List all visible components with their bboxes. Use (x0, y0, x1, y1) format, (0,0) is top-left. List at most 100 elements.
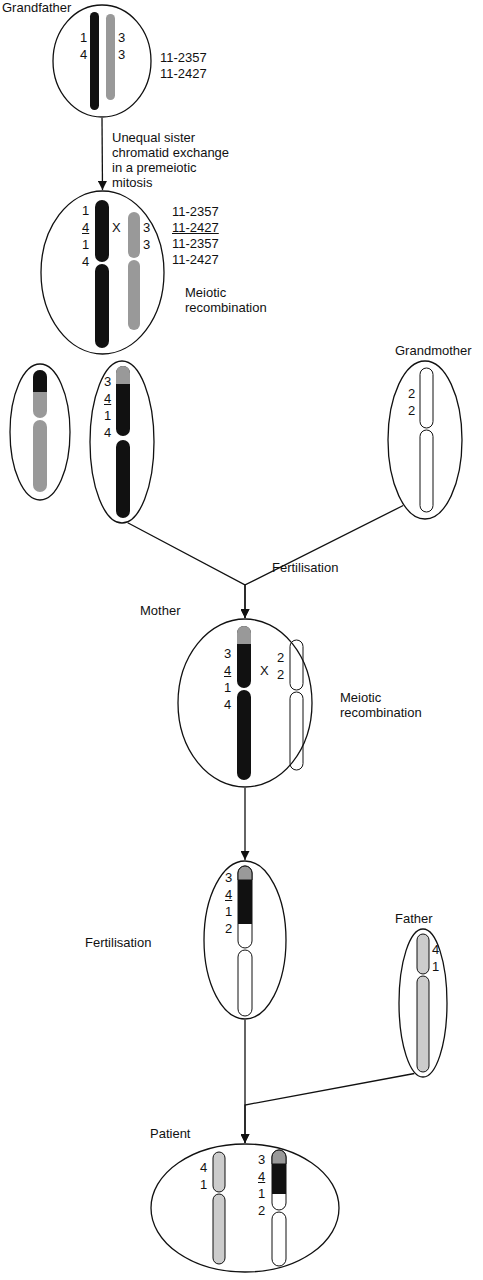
chromosome (237, 690, 251, 780)
allele-number: 2 (225, 921, 232, 936)
chromosome (237, 626, 251, 688)
cell-ellipse: Grandmother22 (387, 360, 463, 520)
ellipse-outline (399, 929, 447, 1077)
edge-label: Unequal sister chromatid exchange in a p… (112, 130, 230, 190)
annotation-label: Fertilisation (85, 935, 151, 950)
cell-ellipse: 1 4 1 4 X 3 3 (40, 190, 165, 355)
allele-number: 1 (82, 237, 89, 252)
chromosome (33, 420, 47, 492)
chromosome (238, 866, 252, 880)
allele-number: 3 (224, 646, 231, 661)
annotation-label: 11-2427 (172, 220, 219, 235)
connector-arrow (245, 506, 403, 619)
chromosome (33, 370, 47, 392)
chromosome (290, 640, 303, 690)
allele-number: 2 (277, 650, 284, 665)
allele-number: 4 (104, 391, 111, 406)
chromosome (417, 934, 429, 974)
allele-number: 2 (277, 667, 284, 682)
stage-label: Grandmother (395, 343, 472, 358)
ellipse-outline (89, 360, 155, 524)
allele-number: 3 (104, 374, 111, 389)
cell-ellipse: 3 4 1 4 (89, 360, 155, 524)
crossover-mark: X (260, 663, 269, 678)
allele-number: 1 (80, 30, 87, 45)
chromosome (128, 260, 140, 330)
annotation-label: Fertilisation (272, 560, 338, 575)
allele-number: 2 (408, 403, 415, 418)
allele-number: 2 (258, 1203, 265, 1218)
annotation-label: 11-2357 (160, 50, 207, 65)
chromosome (272, 1164, 286, 1194)
chromosome (213, 1152, 225, 1192)
allele-number: 4 (104, 425, 111, 440)
ellipse-outline (90, 361, 154, 523)
chromosome (116, 440, 130, 518)
chromosome (116, 366, 130, 384)
chromosome (290, 692, 303, 770)
allele-number: 4 (200, 1160, 207, 1175)
allele-number: 3 (258, 1152, 265, 1167)
chromosome (237, 626, 251, 644)
ellipse-outline (150, 1143, 340, 1273)
allele-number: 1 (258, 1186, 265, 1201)
connector-arrow (128, 523, 245, 618)
annotation-label: 11-2357 (172, 236, 219, 251)
allele-number: 4 (224, 697, 231, 712)
crossover-mark: X (112, 220, 121, 235)
allele-number: 3 (143, 237, 150, 252)
chromosome (213, 1194, 225, 1264)
ellipse-outline (398, 928, 448, 1078)
stage-label: Mother (140, 603, 180, 618)
allele-number: 4 (224, 663, 231, 678)
allele-number: 4 (225, 887, 232, 902)
allele-number: 4 (258, 1169, 265, 1184)
stage-label: Grandfather (2, 0, 71, 15)
chromosome (95, 264, 109, 348)
chromosome (33, 370, 47, 418)
ellipse-outline (388, 361, 462, 519)
allele-number: 4 (82, 220, 89, 235)
allele-number: 1 (225, 904, 232, 919)
connector-arrow (245, 1074, 414, 1144)
chromosome (420, 430, 433, 512)
allele-number: 2 (408, 386, 415, 401)
ellipse-outline (52, 4, 152, 118)
chromosome (417, 976, 429, 1072)
ellipse-outline (53, 5, 151, 117)
chromosome (420, 368, 433, 428)
chromosome (106, 14, 115, 100)
annotation-label: 11-2427 (160, 66, 207, 81)
annotation-label: 11-2357 (172, 204, 219, 219)
ellipse-outline (204, 861, 286, 1019)
gamete-outline (10, 364, 70, 500)
chromosome (272, 1150, 286, 1164)
connector-arrow (244, 788, 245, 860)
chromosome (238, 950, 252, 1016)
allele-number: 1 (432, 959, 439, 974)
allele-number: 4 (82, 254, 89, 269)
ellipse-outline (151, 1144, 339, 1272)
connector-arrow (101, 118, 103, 190)
allele-number: 3 (118, 30, 125, 45)
allele-number: 1 (104, 408, 111, 423)
allele-number: 1 (82, 203, 89, 218)
ellipse-outline (41, 191, 164, 354)
annotation-label: 11-2427 (172, 252, 219, 267)
cell-ellipse: Patient413412 (150, 1143, 340, 1273)
chromosome (272, 1150, 286, 1210)
chromosome (128, 212, 140, 258)
allele-number: 3 (225, 870, 232, 885)
allele-number: 4 (80, 47, 87, 62)
allele-number: 1 (200, 1177, 207, 1192)
ellipse-outline (178, 619, 312, 787)
allele-number: 3 (143, 220, 150, 235)
ellipse-outline (40, 190, 165, 355)
chromosome (90, 12, 99, 110)
chromosome (95, 200, 109, 262)
annotation-label: Meiotic recombination (340, 690, 435, 720)
allele-number: 4 (432, 942, 439, 957)
